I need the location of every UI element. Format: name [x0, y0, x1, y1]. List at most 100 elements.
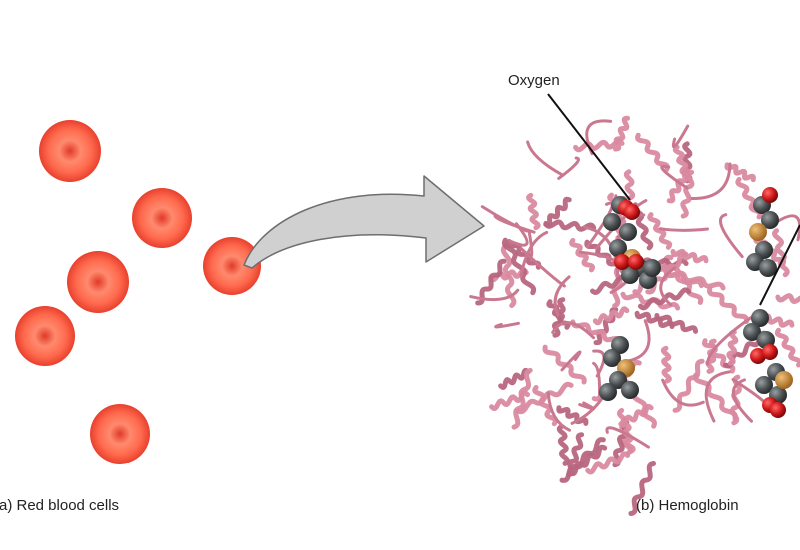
protein-helix [666, 168, 691, 204]
protein-loop [671, 124, 690, 149]
protein-loop [469, 288, 520, 302]
protein-loop [661, 378, 705, 407]
protein-helix [592, 306, 630, 326]
red-blood-cell [67, 251, 129, 313]
carbon-atom [599, 383, 617, 401]
oxygen-atom [614, 254, 630, 270]
carbon-atom [761, 211, 779, 229]
carbon-atom [759, 259, 777, 277]
protein-loop [560, 350, 582, 372]
red-blood-cells [15, 120, 261, 464]
protein-helix [475, 258, 507, 306]
oxygen-atom [770, 402, 786, 418]
hemoglobin-molecule [469, 115, 800, 516]
caption-hemoglobin: (b) Hemoglobin [636, 497, 739, 514]
iron-atom [749, 223, 767, 241]
red-blood-cell [15, 306, 75, 366]
protein-helix [506, 238, 542, 270]
protein-loop [660, 164, 689, 190]
protein-loop [493, 213, 536, 234]
carbon-atom [751, 309, 769, 327]
protein-loop [658, 227, 709, 232]
protein-loop [546, 391, 572, 432]
curved-arrow-icon [243, 175, 485, 269]
oxygen-atom [624, 204, 640, 220]
protein-helix [543, 196, 572, 228]
red-blood-cell [90, 404, 150, 464]
protein-loop [605, 426, 650, 449]
protein-helix [569, 237, 596, 273]
protein-helix [542, 344, 587, 385]
carbon-atom [743, 323, 761, 341]
protein-ribbons [469, 115, 800, 516]
protein-helix [654, 312, 699, 334]
carbon-atom [621, 266, 639, 284]
carbon-atom [603, 349, 621, 367]
protein-loop [659, 266, 677, 307]
oxygen-atom [628, 254, 644, 270]
protein-loop [586, 201, 614, 249]
heme-group [743, 309, 793, 418]
protein-helix [628, 460, 657, 516]
protein-loop [494, 321, 520, 329]
protein-loop [719, 213, 744, 259]
red-blood-cell [203, 237, 261, 295]
protein-helix [501, 237, 537, 296]
protein-helix [693, 372, 738, 422]
protein-helix [775, 293, 800, 304]
protein-helix [680, 169, 695, 219]
protein-helix [707, 286, 749, 325]
protein-helix [724, 162, 756, 183]
protein-helix [772, 228, 790, 278]
carbon-atom [603, 213, 621, 231]
protein-helix [647, 212, 673, 250]
protein-helix [532, 384, 559, 427]
protein-helix [774, 327, 800, 368]
protein-helix [670, 248, 709, 264]
carbon-atom [643, 259, 661, 277]
protein-loop [592, 361, 602, 397]
protein-loop [706, 313, 758, 366]
protein-helix [559, 437, 606, 483]
protein-helix [515, 381, 574, 415]
protein-helix [556, 405, 589, 426]
protein-helix [526, 192, 541, 231]
caption-red-blood-cells: (a) Red blood cells [0, 497, 120, 514]
heme-groups [599, 187, 793, 418]
carbon-atom [609, 371, 627, 389]
protein-helix [573, 138, 625, 153]
red-blood-cell [132, 188, 192, 248]
carbon-atom [621, 381, 639, 399]
iron-atom [775, 371, 793, 389]
protein-loop [594, 199, 648, 250]
protein-loop [732, 378, 754, 423]
oxygen-atom [762, 344, 778, 360]
protein-loop [690, 162, 732, 200]
protein-loop [578, 401, 595, 411]
carbon-atom [619, 223, 637, 241]
protein-helix [498, 368, 531, 390]
oxygen-atom [762, 187, 778, 203]
heme-group [599, 336, 639, 401]
protein-helix [585, 451, 631, 475]
oxygen-pointer-lines [547, 93, 800, 306]
protein-helix [726, 329, 739, 366]
protein-helix [635, 132, 670, 173]
carbon-atom [609, 239, 627, 257]
protein-loop [526, 140, 565, 177]
heme-group [603, 196, 661, 289]
carbon-atom [611, 336, 629, 354]
protein-loop [519, 247, 566, 288]
protein-helix [570, 319, 623, 346]
heme-group [746, 187, 779, 277]
protein-helix [634, 310, 675, 330]
protein-helix [660, 345, 672, 384]
oxygen-label: Oxygen [508, 72, 560, 89]
protein-helix [511, 367, 533, 430]
red-blood-cell [39, 120, 101, 182]
protein-helix [612, 115, 631, 152]
protein-loop [551, 321, 596, 340]
protein-loop [553, 275, 571, 317]
protein-loop [704, 370, 731, 423]
